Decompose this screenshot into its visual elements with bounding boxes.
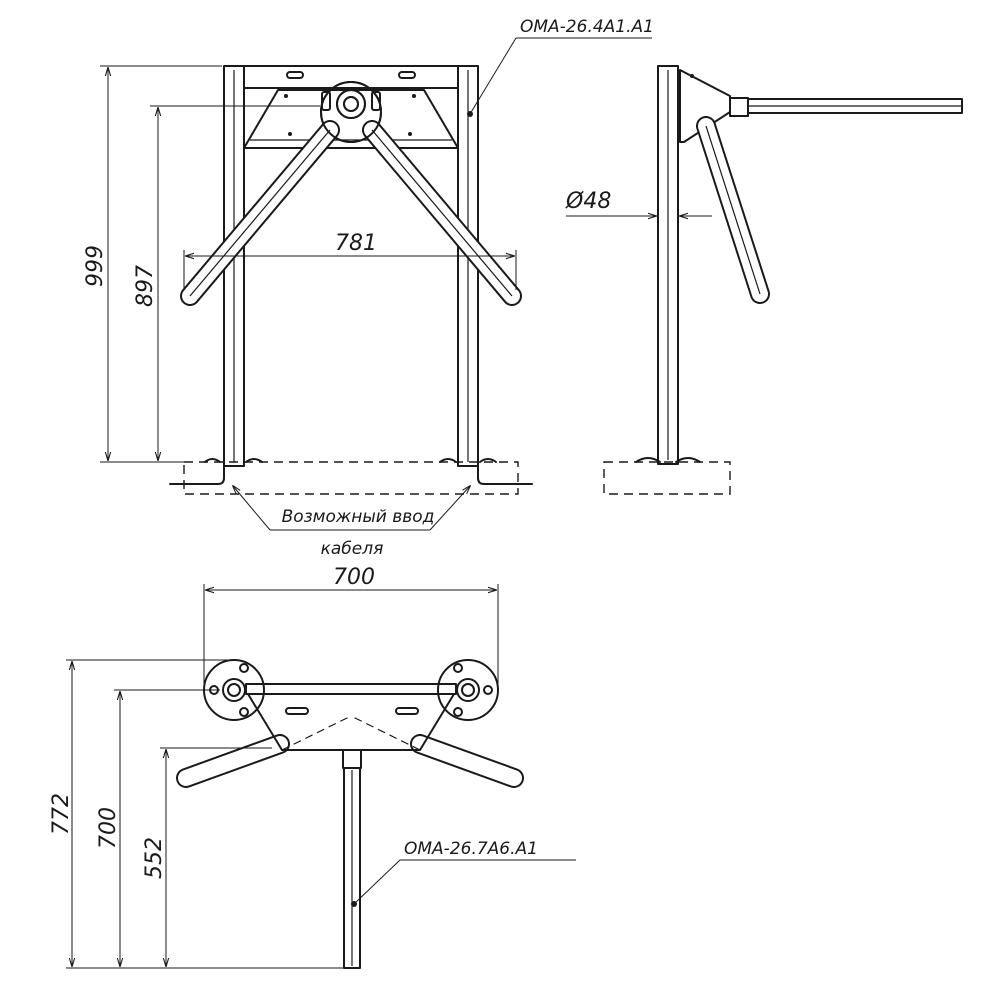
- model-label-top: OMA-26.4A1.A1: [520, 17, 654, 37]
- foundation-outline: [183, 461, 519, 495]
- dim-plan-depth-mid: 700: [96, 807, 121, 849]
- left-foot: [169, 461, 225, 485]
- left-arm: [180, 120, 340, 306]
- diameter-label: Ø48: [565, 189, 611, 214]
- dim-plan-depth-arm: 552: [142, 837, 167, 879]
- dim-height-total: 999: [83, 245, 108, 287]
- plan-crossbar: [245, 683, 457, 695]
- right-arm: [362, 120, 522, 306]
- dim-arm-span: 781: [335, 231, 377, 256]
- right-foot: [477, 461, 533, 485]
- dim-plan-width: 700: [333, 565, 375, 590]
- front-view: Возможный ввод кабеля 999 897 781 OMA-26…: [83, 17, 654, 559]
- plan-right-arm: [410, 734, 524, 788]
- side-foundation-outline: [603, 461, 731, 495]
- side-post: [657, 65, 679, 465]
- dim-plan-depth-total: 772: [49, 793, 74, 835]
- side-view: Ø48: [565, 65, 963, 495]
- top-frame: [243, 65, 459, 89]
- plan-view: 700 772 700 552 OMA-26.7A6.A1: [49, 565, 576, 969]
- side-angled-arm: [696, 116, 770, 304]
- plan-left-arm: [176, 734, 290, 788]
- cable-label-line1: Возможный ввод: [282, 507, 435, 527]
- cable-label-line2: кабеля: [321, 539, 384, 559]
- mechanism-housing: [243, 89, 459, 149]
- plan-down-arm: [343, 767, 361, 969]
- model-label-bottom: OMA-26.7A6.A1: [404, 839, 538, 859]
- right-flange: [437, 659, 499, 721]
- dim-height-arm: 897: [133, 265, 158, 307]
- arm-sleeve: [729, 97, 749, 117]
